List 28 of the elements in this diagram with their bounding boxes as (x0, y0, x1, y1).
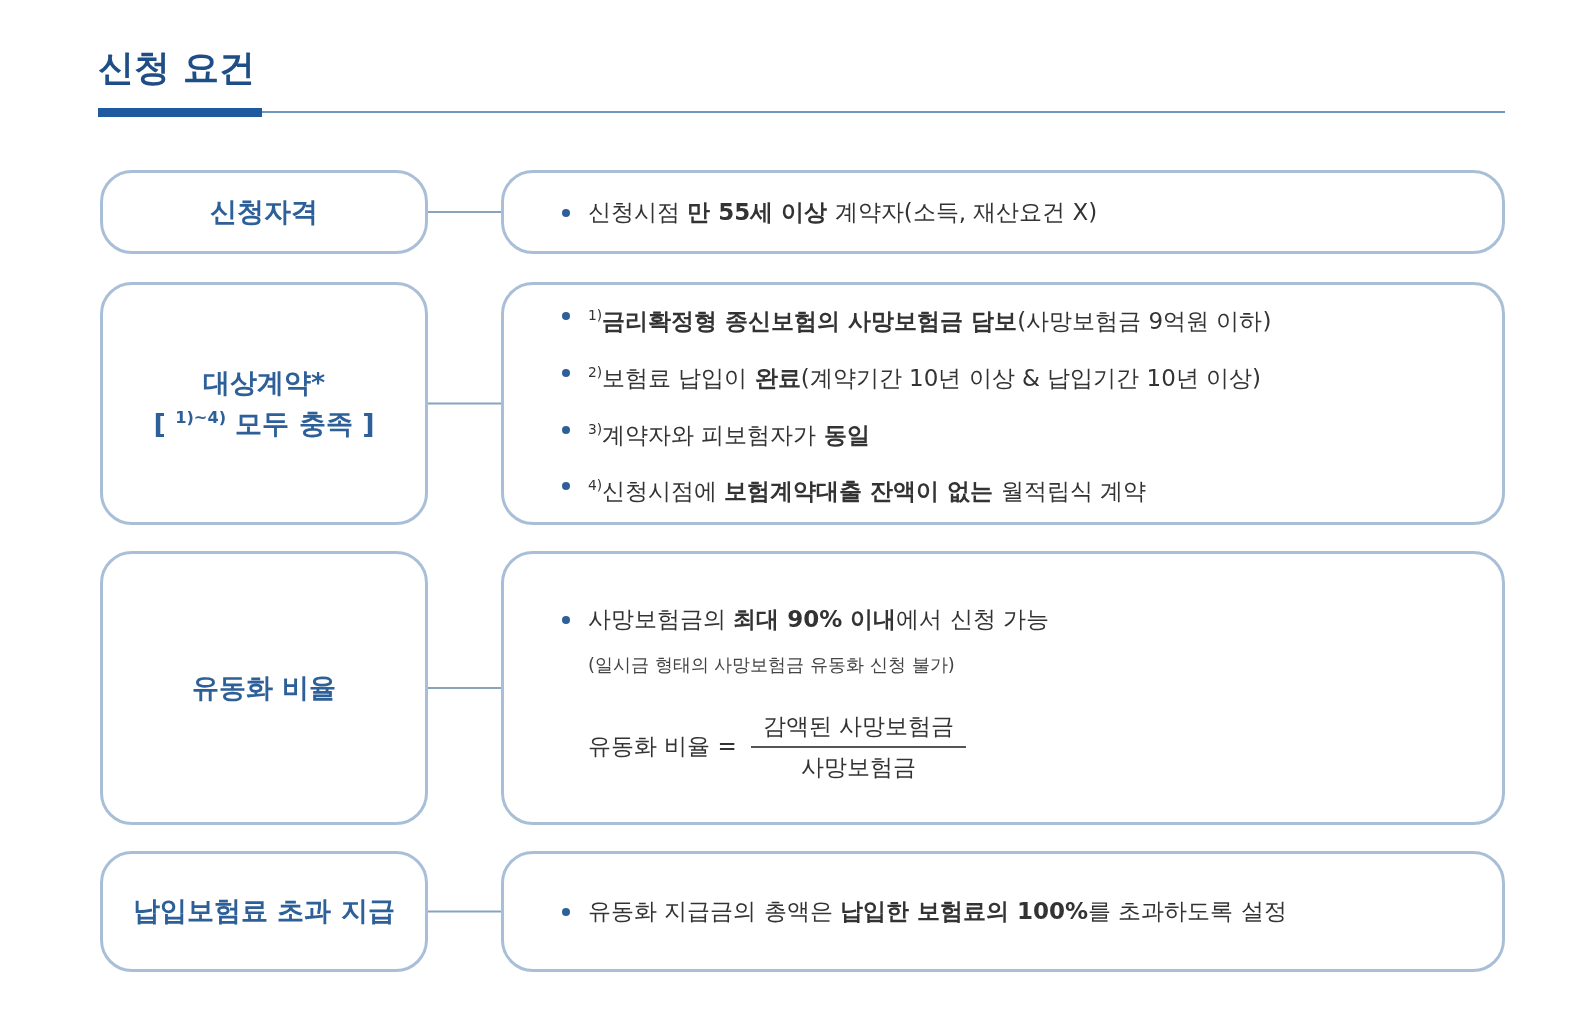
list-item: $^{4)}$신청시점에 보험계약대출 잔액이 없는 월적립식 계약 (560, 460, 1502, 517)
connector-line (427, 687, 502, 689)
list-item: $^{3)}$계약자와 피보험자가 동일 (560, 403, 1502, 461)
list-item: $^{1)}$금리확정형 종신보험의 사망보험금 담보(사망보험금 9억원 이하) (560, 290, 1502, 347)
connector-line (427, 910, 502, 913)
category-box (100, 282, 428, 525)
category-box (100, 170, 428, 254)
list-item: 사망보험금의 최대 90% 이내에서 신청 가능 (560, 593, 1502, 645)
note-text: (일시금 형태의 사망보험금 유동화 신청 불가) (587, 652, 956, 677)
category-box (100, 851, 428, 972)
content-box (501, 851, 1505, 972)
list-item: 신청시점 만 55세 이상 계약자(소득, 재산요건 X) (560, 186, 1502, 238)
category-label: [ $^{1)~4)}$ 모두 충족 ] (153, 406, 375, 441)
category-label: 신청자격 (210, 194, 318, 229)
list-item: $^{2)}$보험료 납입이 완료(계약기간 10년 이상 & 납입기간 10년 이상) (560, 346, 1502, 404)
content-box (501, 170, 1505, 254)
formula-text: 유동화 비율 = (588, 732, 737, 761)
connector-line (427, 402, 502, 405)
category-label: 유동화 비율 (191, 670, 337, 705)
category-label: 대상계약* (202, 366, 326, 400)
connector-line (427, 211, 502, 213)
content-box (501, 282, 1505, 525)
fraction: 감액된 사망보험금 사망보험금 (750, 710, 967, 783)
list-item: 유동화 지급금의 총액은 납입한 보험료의 100%를 초과하도록 설정 (560, 886, 1502, 937)
title: 신청 요건 (98, 46, 255, 90)
category-label: 납입보험료 초과 지급 (133, 894, 395, 929)
content-box (501, 551, 1505, 825)
category-box (100, 551, 428, 825)
